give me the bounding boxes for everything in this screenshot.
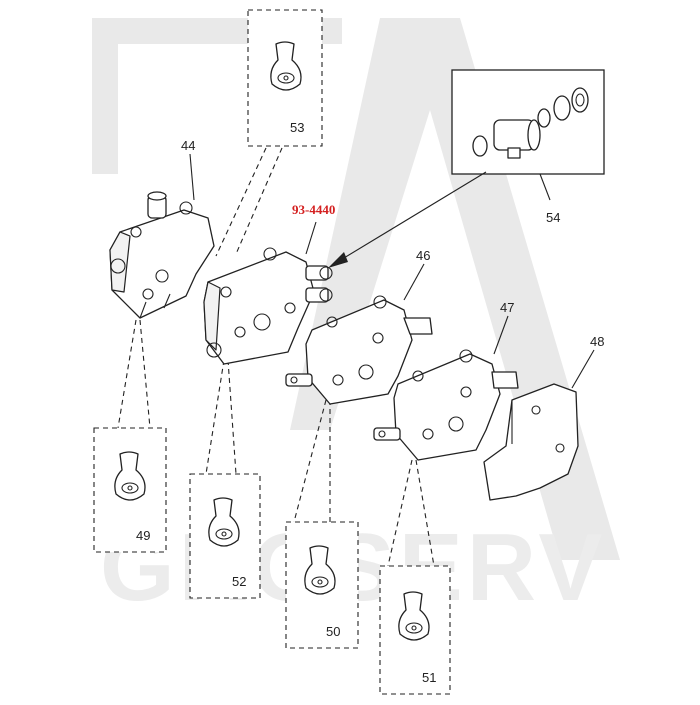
label-46: 46 bbox=[416, 248, 430, 263]
solenoid-54-icon bbox=[472, 87, 589, 159]
part-50-box bbox=[285, 521, 359, 649]
part-49-box bbox=[93, 427, 167, 553]
knob-52-icon bbox=[208, 497, 240, 547]
highlight-label: 93-4440 bbox=[292, 202, 335, 217]
callout-leaders bbox=[189, 153, 595, 389]
label-47: 47 bbox=[500, 300, 514, 315]
part-labels: 93-4440 44 46 47 48 49 50 51 52 53 54 bbox=[136, 120, 604, 685]
arrow-54-to-section bbox=[328, 171, 551, 268]
part-48-end-plate bbox=[483, 383, 579, 501]
label-52: 52 bbox=[232, 574, 246, 589]
part-46-section bbox=[285, 295, 433, 405]
label-53: 53 bbox=[290, 120, 304, 135]
part-52-box bbox=[189, 473, 261, 599]
part-93-4440-section bbox=[203, 247, 333, 365]
part-47-section bbox=[373, 349, 519, 461]
label-50: 50 bbox=[326, 624, 340, 639]
leader-lines bbox=[117, 147, 435, 567]
part-51-box bbox=[379, 565, 451, 695]
knob-50-icon bbox=[304, 545, 336, 595]
part-44-inlet-section bbox=[109, 191, 215, 319]
knob-51-icon bbox=[398, 591, 430, 641]
label-44: 44 bbox=[181, 138, 195, 153]
label-49: 49 bbox=[136, 528, 150, 543]
label-51: 51 bbox=[422, 670, 436, 685]
part-54-box bbox=[451, 69, 605, 175]
knob-49-icon bbox=[114, 451, 146, 501]
label-54: 54 bbox=[546, 210, 560, 225]
part-53-box bbox=[247, 9, 323, 147]
knob-53-icon bbox=[270, 41, 302, 91]
label-48: 48 bbox=[590, 334, 604, 349]
